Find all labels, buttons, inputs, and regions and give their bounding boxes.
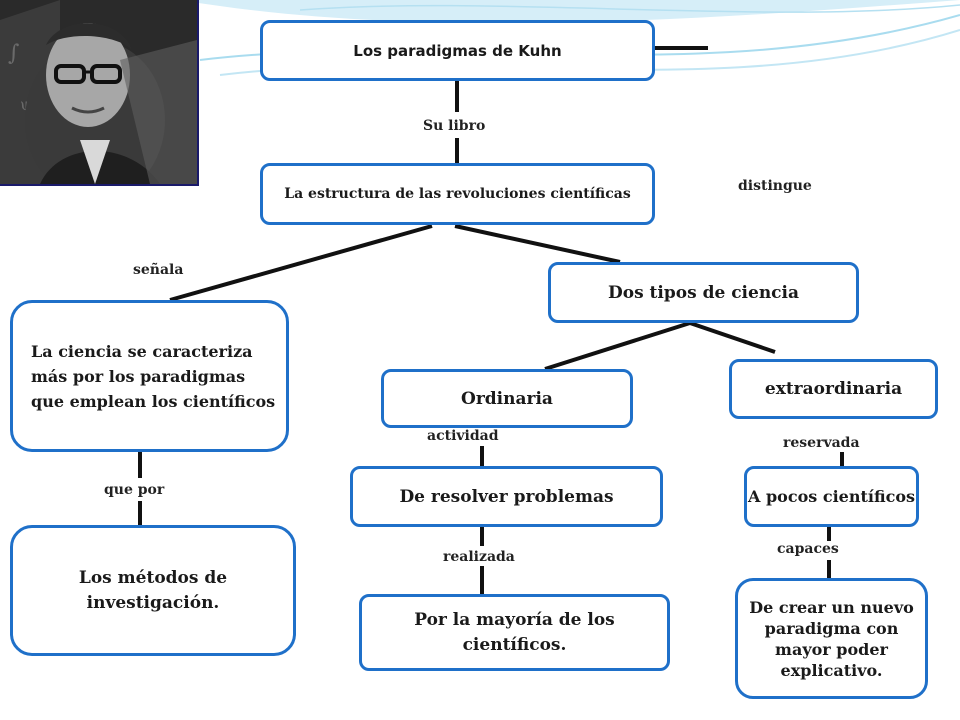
node-metodos: Los métodos de investigación.: [10, 525, 296, 656]
node-title-text: Los paradigmas de Kuhn: [353, 41, 562, 60]
node-pocos-text: A pocos científicos: [748, 487, 915, 506]
node-resolver: De resolver problemas: [350, 466, 663, 527]
label-capaces: capaces: [777, 541, 839, 557]
node-extraordinaria-text: extraordinaria: [764, 379, 903, 399]
node-resolver-text: De resolver problemas: [399, 486, 614, 507]
label-reservada: reservada: [783, 435, 860, 451]
node-mayoria-text: Por la mayoría de los científicos.: [414, 609, 615, 655]
node-metodos-text: Los métodos de investigación.: [78, 567, 228, 613]
node-ordinaria: Ordinaria: [381, 369, 633, 428]
label-actividad: actividad: [427, 428, 499, 444]
node-book-text: La estructura de las revoluciones cientí…: [284, 186, 631, 202]
node-book: La estructura de las revoluciones cientí…: [260, 163, 655, 225]
label-senala: señala: [133, 262, 184, 278]
svg-text:∫: ∫: [8, 41, 20, 66]
label-su-libro: Su libro: [423, 118, 486, 134]
node-dos-tipos-text: Dos tipos de ciencia: [607, 282, 800, 303]
node-extraordinaria: extraordinaria: [729, 359, 938, 419]
node-crear: De crear un nuevo paradigma con mayor po…: [735, 578, 928, 699]
node-senala: La ciencia se caracteriza más por los pa…: [10, 300, 289, 452]
node-title: Los paradigmas de Kuhn: [260, 20, 655, 81]
node-dos-tipos: Dos tipos de ciencia: [548, 262, 859, 323]
node-senala-text: La ciencia se caracteriza más por los pa…: [31, 341, 276, 411]
label-distingue: distingue: [738, 178, 812, 194]
connector-dos-ordinaria: [544, 321, 691, 371]
connector-book-dos: [454, 224, 621, 264]
label-que-por: que por: [104, 482, 165, 498]
node-ordinaria-text: Ordinaria: [461, 388, 553, 409]
kuhn-portrait-photo: ∫ ψ: [0, 0, 199, 186]
connector-dos-extra: [689, 321, 776, 354]
node-crear-text: De crear un nuevo paradigma con mayor po…: [749, 597, 914, 680]
node-pocos: A pocos científicos: [744, 466, 919, 527]
label-realizada: realizada: [443, 549, 515, 565]
connector-book-senala: [169, 224, 433, 302]
node-mayoria: Por la mayoría de los científicos.: [359, 594, 670, 671]
